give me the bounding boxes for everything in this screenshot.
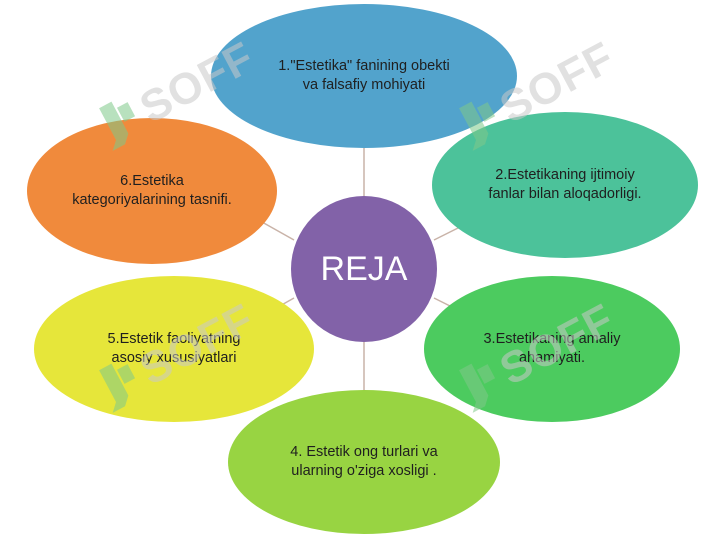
connector-6 xyxy=(261,221,295,241)
node-3-label: 3.Estetikaning amaliy ahamiyati. xyxy=(483,331,621,366)
node-5-label: 5.Estetik faoliyatning asosiy xususiyatl… xyxy=(107,331,241,366)
node-1-label: 1."Estetika" fanining obekti va falsafiy… xyxy=(278,58,450,93)
center-node: REJA xyxy=(291,196,437,342)
node-5: 5.Estetik faoliyatning asosiy xususiyatl… xyxy=(34,276,314,422)
node-2: 2.Estetikaning ijtimoiy fanlar bilan alo… xyxy=(432,112,698,258)
node-2-label: 2.Estetikaning ijtimoiy fanlar bilan alo… xyxy=(488,167,642,202)
node-4-label: 4. Estetik ong turlari va ularning o'zig… xyxy=(290,444,438,479)
node-1: 1."Estetika" fanining obekti va falsafiy… xyxy=(211,4,517,148)
node-6: 6.Estetika kategoriyalarining tasnifi. xyxy=(27,118,277,264)
node-3: 3.Estetikaning amaliy ahamiyati. xyxy=(424,276,680,422)
center-label: REJA xyxy=(320,250,408,288)
node-4: 4. Estetik ong turlari va ularning o'zig… xyxy=(228,390,500,534)
node-6-label: 6.Estetika kategoriyalarining tasnifi. xyxy=(72,173,232,208)
